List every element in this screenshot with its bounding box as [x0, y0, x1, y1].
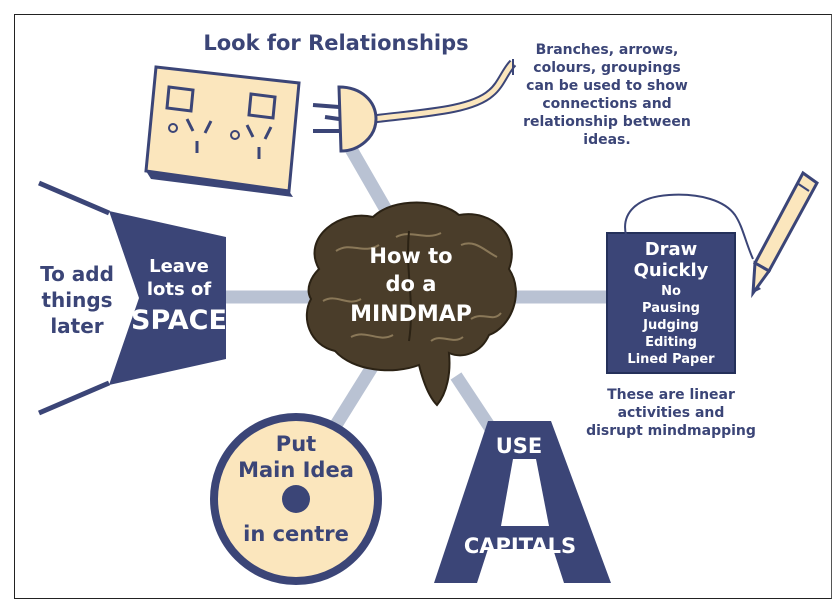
plug-icon	[312, 59, 517, 153]
draw-item: No	[661, 284, 681, 299]
relationships-note-line: connections and	[542, 96, 671, 112]
capitals-top: USE	[496, 434, 543, 458]
capital-letter-a-counter	[501, 459, 549, 526]
draw-note-line: These are linear	[607, 387, 735, 403]
space-note-line: later	[50, 314, 103, 338]
draw-note-line: disrupt mindmapping	[586, 423, 756, 439]
pencil-icon	[624, 170, 819, 299]
center-line: How to	[369, 244, 452, 268]
main-idea-line: in centre	[243, 522, 349, 546]
relationships-note-line: colours, groupings	[533, 60, 680, 76]
relationships-note-line: ideas.	[583, 132, 630, 148]
space-box	[109, 211, 226, 385]
space-box-line: Leave	[149, 256, 209, 277]
relationships-note-line: can be used to show	[526, 78, 688, 94]
main-idea-line: Main Idea	[238, 458, 354, 482]
draw-quickly-box	[606, 232, 736, 374]
mindmap-diagram: Look for Relationships Branches, arrows,…	[38, 31, 819, 585]
draw-item: Pausing	[642, 301, 700, 316]
center-line: do a	[386, 272, 437, 296]
power-socket-icon	[144, 65, 301, 197]
center-title: MINDMAP	[350, 302, 472, 327]
space-note-line: things	[41, 288, 112, 312]
space-box-emphasis: SPACE	[131, 305, 227, 336]
relationships-note-line: relationship between	[523, 114, 691, 130]
capitals-bottom: CAPITALS	[464, 534, 576, 558]
draw-item: Lined Paper	[627, 352, 715, 367]
space-note-line: To add	[40, 262, 114, 286]
mindmap-frame: Look for Relationships Branches, arrows,…	[14, 14, 832, 599]
draw-heading-line: Quickly	[634, 260, 709, 281]
title: Look for Relationships	[203, 31, 468, 55]
draw-item: Judging	[642, 318, 699, 333]
space-funnel	[38, 180, 226, 416]
space-box-line: lots of	[147, 279, 211, 300]
center-dot	[282, 485, 310, 513]
relationships-note: Branches, arrows, colours, groupings can…	[523, 42, 691, 148]
brain-icon	[306, 201, 517, 407]
draw-heading-line: Draw	[645, 239, 698, 260]
main-idea-line: Put	[276, 432, 316, 456]
draw-item: Editing	[645, 335, 697, 350]
relationships-note-line: Branches, arrows,	[536, 42, 679, 58]
draw-note-line: activities and	[618, 405, 725, 421]
